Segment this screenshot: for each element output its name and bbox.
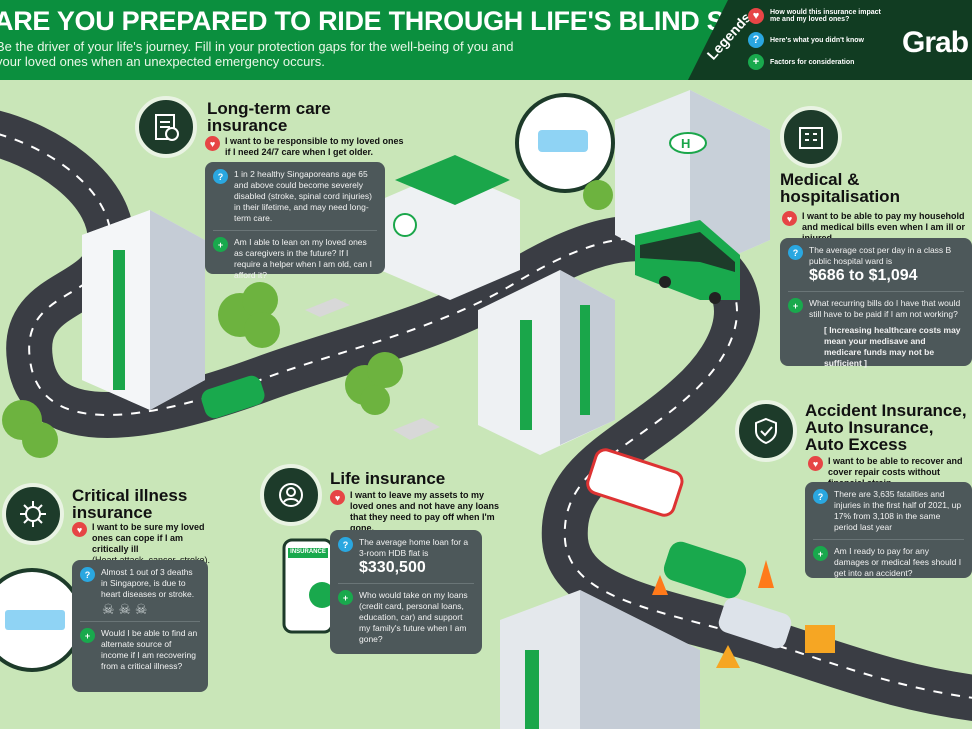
- accident-box: ? There are 3,635 fatalities and injurie…: [805, 482, 972, 578]
- svg-text:H: H: [681, 136, 690, 151]
- fact-row: ? 1 in 2 healthy Singaporeans age 65 and…: [213, 169, 377, 224]
- healthcare-note: [ Increasing healthcare costs may mean y…: [824, 325, 961, 368]
- green-bus: [635, 220, 740, 304]
- question-icon: ?: [788, 245, 803, 260]
- consider-row: + Who would take on my loans (credit car…: [338, 590, 474, 645]
- plus-icon: +: [338, 590, 353, 605]
- plus-icon: +: [213, 237, 228, 252]
- bench: [393, 418, 440, 440]
- insurance-phone: [282, 538, 335, 634]
- virus-icon: [2, 483, 64, 545]
- plus-icon: +: [788, 298, 803, 313]
- legend-item-question: ? Here's what you didn't know: [748, 32, 888, 48]
- grab-logo: Grab: [902, 26, 969, 59]
- question-icon: ?: [213, 169, 228, 184]
- fact-row: ? There are 3,635 fatalities and injurie…: [813, 489, 964, 533]
- road-barrier: [805, 625, 835, 653]
- critical-illness-box: ? Almost 1 out of 3 deaths in Singapore,…: [72, 560, 208, 692]
- question-icon: ?: [338, 537, 353, 552]
- plus-icon: +: [813, 546, 828, 561]
- life-insurance-icon: [260, 464, 322, 526]
- consider-row: + Am I ready to pay for any damages or m…: [813, 546, 964, 579]
- phone-label: INSURANCE: [290, 549, 326, 555]
- plus-icon: +: [80, 628, 95, 643]
- consider-row: + Am I able to lean on my loved ones as …: [213, 237, 377, 281]
- heart-icon: ♥: [330, 490, 345, 505]
- hospital-cost-value: $686 to $1,094: [809, 267, 918, 284]
- cars: [201, 375, 792, 649]
- accident-title: Accident Insurance, Auto Insurance, Auto…: [805, 401, 967, 454]
- fact-row: ? The average cost per day in a class B …: [788, 245, 964, 285]
- trees: [2, 180, 613, 458]
- long-term-care-icon: [135, 96, 197, 158]
- accident-shield-icon: [735, 400, 797, 462]
- apartment-building-middle: [478, 270, 615, 455]
- critical-illness-title: Critical illness insurance: [72, 486, 188, 522]
- heart-icon: ♥: [72, 522, 87, 537]
- question-icon: ?: [748, 32, 764, 48]
- long-term-care-box: ? 1 in 2 healthy Singaporeans age 65 and…: [205, 162, 385, 280]
- legend-item-plus: + Factors for consideration: [748, 54, 888, 70]
- fact-row: ? Almost 1 out of 3 deaths in Singapore,…: [80, 567, 200, 600]
- legend-item-heart: ♥ How would this insurance impact me and…: [748, 8, 888, 24]
- heart-icon: ♥: [782, 211, 797, 226]
- medical-box: ? The average cost per day in a class B …: [780, 238, 972, 368]
- bench: [305, 298, 350, 317]
- hospital-buildings: H: [380, 90, 770, 300]
- page-title: ARE YOU PREPARED TO RIDE THROUGH LIFE'S …: [0, 6, 813, 36]
- warning-sign: [716, 645, 740, 668]
- long-term-care-want: ♥ I want to be responsible to my loved o…: [205, 136, 405, 158]
- long-term-care-title: Long-term care insurance: [207, 99, 331, 135]
- apartment-building-left: [82, 210, 205, 410]
- medical-icon: [780, 106, 842, 168]
- traffic-cone: [758, 560, 774, 588]
- question-icon: ?: [80, 567, 95, 582]
- life-insurance-title: Life insurance: [330, 469, 446, 488]
- plus-icon: +: [748, 54, 764, 70]
- home-loan-value: $330,500: [359, 559, 426, 576]
- heart-icon: ♥: [748, 8, 764, 24]
- traffic-cone: [652, 575, 668, 595]
- life-insurance-want: ♥ I want to leave my assets to my loved …: [330, 490, 510, 534]
- consider-row: + What recurring bills do I have that wo…: [788, 298, 964, 320]
- heart-icon: ♥: [808, 456, 823, 471]
- legend-panel: [688, 0, 972, 80]
- heart-icon: ♥: [205, 136, 220, 151]
- life-insurance-box: ? The average home loan for a 3-room HDB…: [330, 530, 482, 654]
- question-icon: ?: [813, 489, 828, 504]
- consider-row: + Would I be able to find an alternate s…: [80, 628, 200, 672]
- road-markings: [0, 133, 972, 699]
- fact-row: ? The average home loan for a 3-room HDB…: [338, 537, 474, 577]
- apartment-building-bottom: [500, 590, 700, 729]
- page-subtitle: Be the driver of your life's journey. Fi…: [0, 39, 514, 69]
- skull-icons: ☠ ☠ ☠: [102, 601, 148, 617]
- medical-title: Medical & hospitalisation: [780, 170, 900, 206]
